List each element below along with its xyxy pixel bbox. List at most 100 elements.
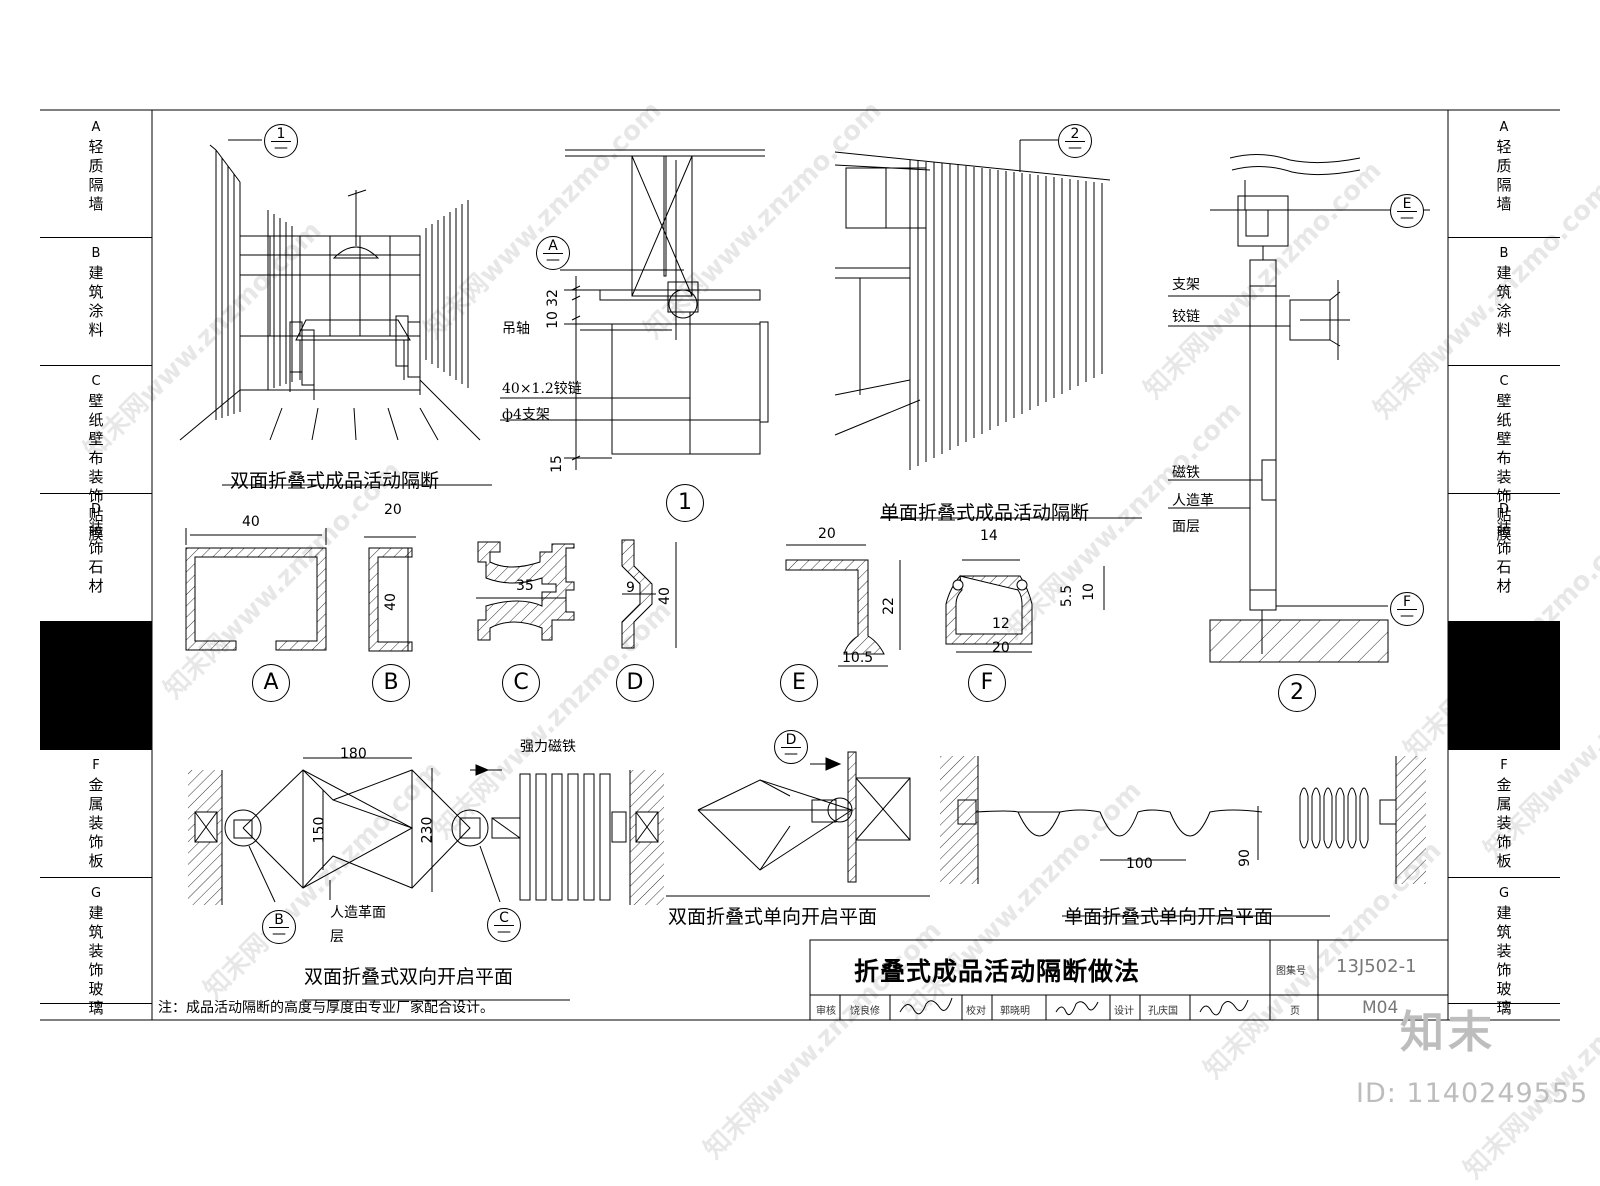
left-fold-panels-2 [267,210,293,390]
label-bracket-2: 支架 [1172,277,1200,293]
watermark-logo: 知末 [1400,1007,1496,1058]
profile-mark-a: A [252,664,290,702]
callout-A: A — [536,236,570,270]
drawing-linework [40,109,1560,1021]
profile-A [185,528,327,651]
label-strong-magnet: 强力磁铁 [520,739,576,755]
right-tab-active [1448,622,1560,750]
tab-letter: F [1500,758,1508,773]
label-leather-1: 人造革 [1172,493,1214,509]
callout-num: 1 [276,126,286,142]
profile-mark-f: F [968,664,1006,702]
dim-d-height: 40 [656,587,673,605]
tab-text: 装饰石材 [1496,520,1512,595]
callout-den: — [1397,609,1417,623]
callout-num: D [785,732,797,748]
callout-den: — [781,747,801,761]
signature-marks [899,997,1249,1016]
label-hanger: 吊轴 [502,321,530,337]
label-leather-a: 人造革面 [330,905,386,921]
profile-B [364,536,416,652]
label-leather-b: 层 [330,929,344,945]
plan-double-two-way [188,757,664,1001]
title-block-lines [809,939,1449,1021]
tab-letter: C [1499,374,1509,389]
callout-den: — [271,141,291,155]
review-label: 审核 [816,1006,836,1017]
tab-letter: D [1498,502,1509,517]
tab-text: 装饰石材 [88,520,104,595]
title-double-fold: 双面折叠式成品活动隔断 [230,470,440,492]
detail-2-section [1168,154,1430,663]
tab-letter: G [90,886,102,901]
dim-15: 15 [548,455,565,473]
perspective-single-fold [834,139,1142,519]
page-number: M04 [1362,998,1399,1018]
callout-F: F — [1390,592,1424,626]
dim-f-bottom: 20 [992,640,1010,656]
label-leather-2: 面层 [1172,519,1200,535]
callout-E: E — [1390,194,1424,228]
tab-letter: D [90,502,101,517]
callout-den: — [494,925,514,939]
profile-D [621,539,677,649]
dim-e-width: 20 [818,526,836,542]
title-single-fold: 单面折叠式成品活动隔断 [880,502,1090,524]
tab-letter: G [1498,886,1510,901]
label-hinge: 40×1.2铰链 [502,381,582,397]
dim-f-h2: 10 [1080,583,1097,601]
tab-letter: A [91,120,101,135]
profile-E [785,544,901,667]
callout-num: A [548,238,558,254]
profile-mark-c: C [502,664,540,702]
callout-num: F [1402,594,1412,610]
tab-letter [1448,622,1560,630]
page-label: 页 [1290,1006,1300,1017]
label-hinge-2: 铰链 [1172,309,1200,325]
profile-F [945,559,1105,653]
tab-text: 建筑涂料 [88,264,104,339]
profile-C [476,541,575,641]
callout-den: — [1065,141,1085,155]
left-fold-panels [209,144,241,420]
dim-10: 10 [544,311,561,329]
detail-1-section [500,149,769,470]
callout-C: C — [487,908,521,942]
dim-180: 180 [340,746,367,762]
dim-100: 100 [1126,856,1153,872]
tab-letter: F [92,758,100,773]
profile-mark-d: D [616,664,654,702]
check-label: 校对 [966,1006,986,1017]
callout-num: C [499,910,509,926]
section-mark-2: 2 [1278,674,1316,712]
design-label: 设计 [1114,1006,1134,1017]
tab-text: 壁纸壁布装饰贴膜 [1496,392,1512,543]
callout-num: E [1402,196,1412,212]
dim-e-height: 22 [880,597,897,615]
dim-b-height: 40 [382,593,399,611]
label-magnet: 磁铁 [1172,465,1200,481]
dim-90: 90 [1236,849,1253,867]
tab-text: 壁纸壁布装饰贴膜 [88,392,104,543]
callout-den: — [1397,211,1417,225]
dim-150: 150 [311,816,328,844]
callout-num: B [274,912,284,928]
callout-detail-2: 2 — [1058,124,1092,158]
designer-name: 孔庆国 [1148,1006,1178,1017]
callout-D: D — [774,730,808,764]
atlas-number: 13J502-1 [1336,956,1417,977]
callout-B: B — [262,910,296,944]
folded-stack [519,773,611,901]
title-double-one-way: 双面折叠式单向开启平面 [668,906,878,928]
reviewer-name: 饶良修 [850,1006,880,1017]
dim-f-mid: 12 [992,616,1010,632]
right-fold-panels [425,200,469,388]
